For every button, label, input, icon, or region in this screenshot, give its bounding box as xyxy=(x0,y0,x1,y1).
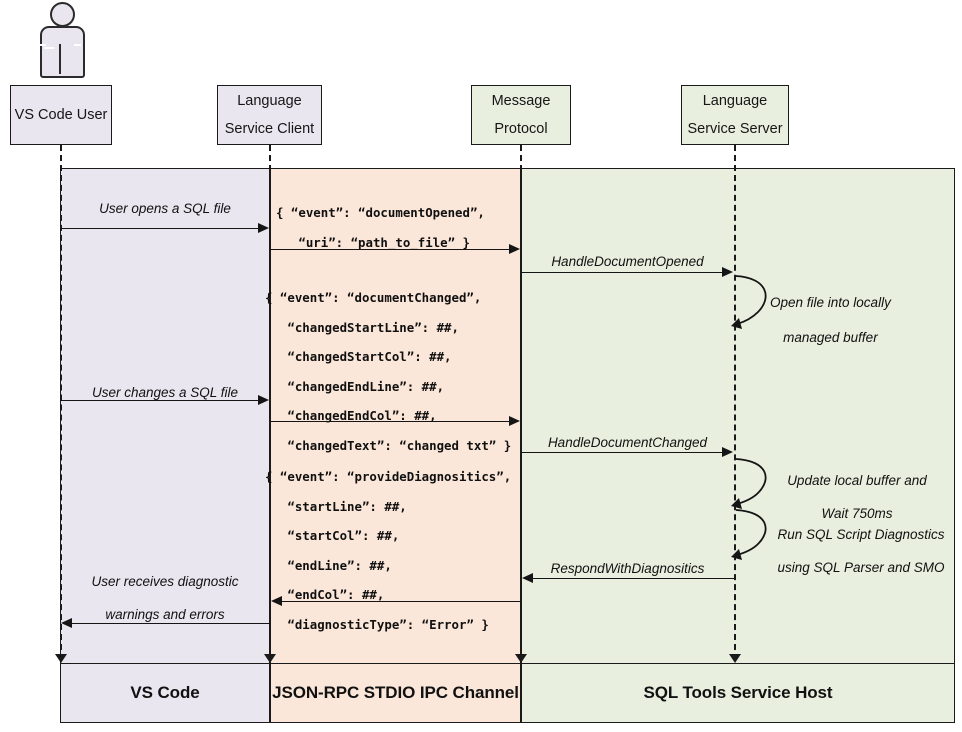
message-arrowhead-respond-with-diagnostics xyxy=(522,573,533,583)
footer-lane-label: VS Code xyxy=(130,683,200,702)
participant-label-line2: Protocol xyxy=(494,121,548,137)
message-line-document-opened-to-protocol xyxy=(270,249,511,250)
message-arrowhead-handle-document-changed xyxy=(722,447,733,457)
self-note-update-buffer-line1: Update local buffer and xyxy=(787,473,927,488)
lifeline-cap-language-service-client xyxy=(264,654,276,663)
person-icon-arm-gap-left xyxy=(40,44,46,46)
swimlane-host xyxy=(521,168,955,664)
message-line-user-receives xyxy=(70,623,270,624)
swimlane-ipc xyxy=(270,168,521,664)
self-loop-open-file xyxy=(731,275,767,329)
self-note-open-file-line2: managed buffer xyxy=(783,329,878,345)
message-label-user-opens: User opens a SQL file xyxy=(99,201,231,216)
participant-label-line1: Message xyxy=(491,92,551,109)
lifeline-message-protocol xyxy=(520,145,522,660)
participant-label-line2: Service Client xyxy=(224,121,315,137)
json-payload-provide-diagnostics: { “event”: “provideDiagnositics”, “start… xyxy=(265,469,512,632)
message-label-user-receives: User receives diagnostic warnings and er… xyxy=(60,572,270,624)
self-note-run-diagnostics-line2: using SQL Parser and SMO xyxy=(777,559,945,575)
participant-language-service-server[interactable]: Language Service Server xyxy=(681,85,789,145)
message-label-user-receives-line1: User receives diagnostic xyxy=(91,574,239,589)
message-label-respond-with-diagnostics: RespondWithDiagnositics xyxy=(550,561,705,576)
person-icon-leg-split xyxy=(59,44,61,74)
message-line-user-opens xyxy=(60,228,260,229)
lifeline-language-service-server xyxy=(734,145,736,660)
message-label-handle-document-changed: HandleDocumentChanged xyxy=(547,435,708,450)
participant-label-line1: VS Code User xyxy=(14,106,108,123)
json-payload-document-changed: { “event”: “documentChanged”, “changedSt… xyxy=(265,290,512,453)
participant-language-service-client[interactable]: Language Service Client xyxy=(217,85,322,145)
message-label-user-changes: User changes a SQL file xyxy=(91,385,239,400)
message-arrowhead-user-changes xyxy=(258,395,269,405)
message-line-respond-with-diagnostics xyxy=(531,578,734,579)
participant-label-line1: Language xyxy=(237,92,302,109)
lifeline-vscode-user xyxy=(60,145,62,660)
self-loop-run-diagnostics xyxy=(731,509,767,560)
self-note-open-file-line1: Open file into locally xyxy=(770,295,891,310)
message-line-handle-document-opened xyxy=(521,272,724,273)
message-arrowhead-document-opened-to-protocol xyxy=(509,244,520,254)
message-line-handle-document-changed xyxy=(521,452,724,453)
message-arrowhead-user-receives xyxy=(61,618,72,628)
self-note-run-diagnostics: Run SQL Script Diagnostics using SQL Par… xyxy=(768,525,954,577)
message-arrowhead-diagnostics-to-client xyxy=(271,596,282,606)
message-label-handle-document-opened: HandleDocumentOpened xyxy=(551,254,704,269)
footer-lane-vs-code[interactable]: VS Code xyxy=(60,663,270,723)
message-label-user-receives-line2: warnings and errors xyxy=(105,606,225,622)
person-icon-head xyxy=(50,2,75,27)
participant-vscode-user[interactable]: VS Code User xyxy=(10,85,112,145)
footer-lane-label: JSON-RPC STDIO IPC Channel xyxy=(272,683,519,702)
swimlane-vscode xyxy=(60,168,270,664)
lifeline-cap-message-protocol xyxy=(515,654,527,663)
footer-lane-sql-tools-service-host[interactable]: SQL Tools Service Host xyxy=(521,663,955,723)
message-line-user-changes xyxy=(60,400,260,401)
self-note-update-buffer-line2: Wait 750ms xyxy=(821,505,893,521)
message-line-document-changed-to-protocol xyxy=(270,421,511,422)
self-note-update-buffer: Update local buffer and Wait 750ms xyxy=(768,471,946,523)
lifeline-cap-vscode-user xyxy=(55,654,67,663)
participant-label-line2: Service Server xyxy=(687,121,783,137)
participant-label-line1: Language xyxy=(702,92,768,109)
json-payload-document-opened: { “event”: “documentOpened”, “uri”: “pat… xyxy=(276,205,485,250)
footer-lane-ipc-channel[interactable]: JSON-RPC STDIO IPC Channel xyxy=(270,663,521,723)
self-note-open-file: Open file into locally managed buffer xyxy=(770,293,891,347)
self-loop-update-buffer xyxy=(731,458,767,509)
person-icon-leg-gap xyxy=(44,47,54,49)
lifeline-language-service-client xyxy=(269,145,271,660)
person-icon-body xyxy=(40,26,85,78)
message-arrowhead-user-opens xyxy=(258,223,269,233)
participant-message-protocol[interactable]: Message Protocol xyxy=(471,85,571,145)
person-icon-arm-gap-right xyxy=(74,44,81,46)
self-note-run-diagnostics-line1: Run SQL Script Diagnostics xyxy=(777,527,945,542)
message-line-diagnostics-to-client xyxy=(280,601,521,602)
lifeline-cap-language-service-server xyxy=(729,654,741,663)
message-arrowhead-document-changed-to-protocol xyxy=(509,416,520,426)
footer-lane-label: SQL Tools Service Host xyxy=(643,683,833,702)
message-arrowhead-handle-document-opened xyxy=(722,267,733,277)
